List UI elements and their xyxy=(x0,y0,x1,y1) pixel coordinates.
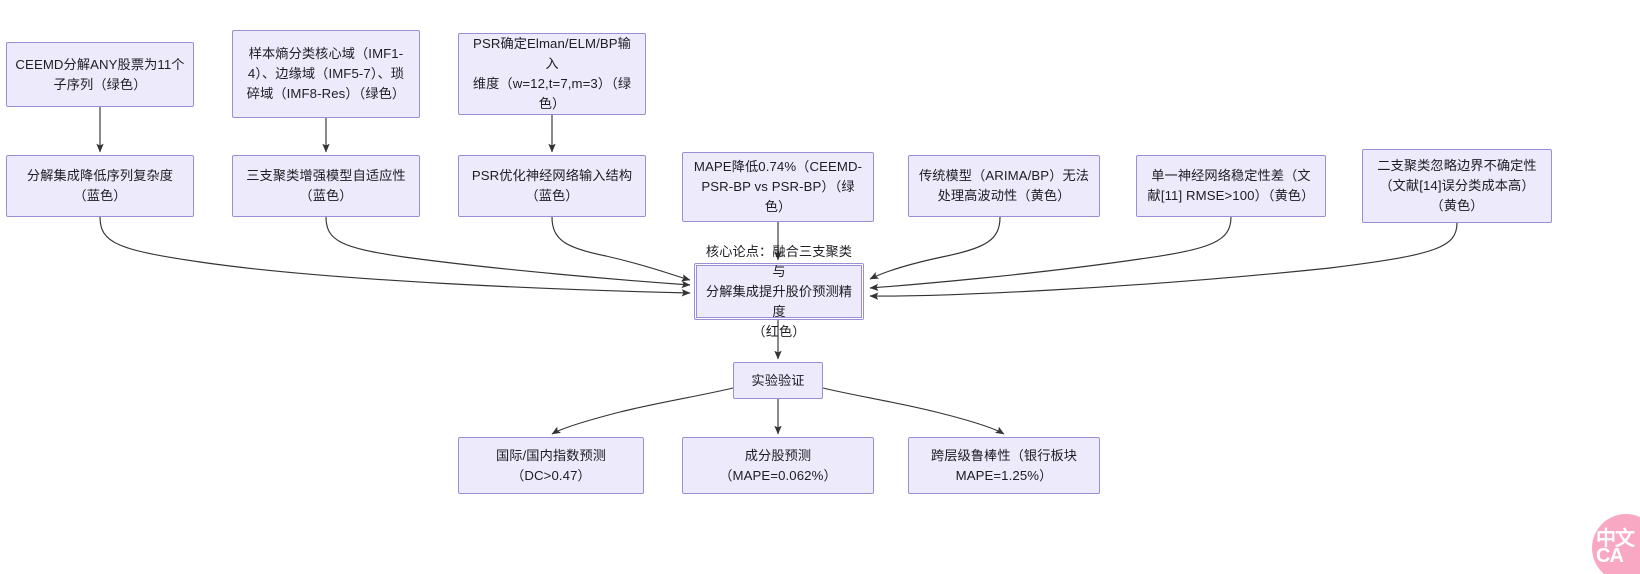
node-core-claim[interactable]: 核心论点：融合三支聚类与 分解集成提升股价预测精度 （红色） xyxy=(694,244,864,339)
node-label: 传统模型（ARIMA/BP）无法 处理高波动性（黄色） xyxy=(918,168,1090,203)
edge-singlenn-to-core xyxy=(869,216,1232,292)
node-cross-level-robustness[interactable]: 跨层级鲁棒性（银行板块 MAPE=1.25%） xyxy=(908,437,1100,494)
node-label: 分解集成降低序列复杂度 （蓝色） xyxy=(26,168,174,203)
node-two-way-clustering-limitation[interactable]: 二支聚类忽略边界不确定性 （文献[14]误分类成本高） （黄色） xyxy=(1362,149,1552,223)
node-label: 国际/国内指数预测 （DC>0.47） xyxy=(495,447,607,483)
node-label: CEEMD分解ANY股票为11个 子序列（绿色） xyxy=(15,56,185,92)
node-constituent-stock-forecast[interactable]: 成分股预测 （MAPE=0.062%） xyxy=(682,437,874,494)
node-three-way-clustering-adaptive[interactable]: 三支聚类增强模型自适应性 （蓝色） xyxy=(232,155,420,217)
node-experiment-verification[interactable]: 实验验证 xyxy=(733,362,823,399)
node-mape-reduction[interactable]: MAPE降低0.74%（CEEMD- PSR-BP vs PSR-BP）（绿 色… xyxy=(682,152,874,222)
node-label: PSR确定Elman/ELM/BP输入 维度（w=12,t=7,m=3）（绿 色… xyxy=(472,36,632,111)
node-traditional-model-limitation[interactable]: 传统模型（ARIMA/BP）无法 处理高波动性（黄色） xyxy=(908,155,1100,217)
node-decomposition-complexity[interactable]: 分解集成降低序列复杂度 （蓝色） xyxy=(6,155,194,217)
node-label: 跨层级鲁棒性（银行板块 MAPE=1.25%） xyxy=(930,447,1078,483)
edge-experiment-to-index xyxy=(551,387,734,435)
edge-threeway-to-core xyxy=(325,216,691,289)
node-sample-entropy-classification[interactable]: 样本熵分类核心域（IMF1- 4）、边缘域（IMF5-7）、琐 碎域（IMF8-… xyxy=(232,30,420,118)
edge-experiment-to-robust xyxy=(822,387,1005,435)
watermark-text: 中文 CA xyxy=(1596,528,1635,567)
edge-traditional-to-core xyxy=(869,216,1001,280)
node-index-forecast[interactable]: 国际/国内指数预测 （DC>0.47） xyxy=(458,437,644,494)
watermark-badge: 中文 CA xyxy=(1592,514,1640,574)
node-label: 单一神经网络稳定性差（文 献[11] RMSE>100）（黄色） xyxy=(1147,168,1315,203)
node-label: 三支聚类增强模型自适应性 （蓝色） xyxy=(246,168,406,203)
node-label: 二支聚类忽略边界不确定性 （文献[14]误分类成本高） （黄色） xyxy=(1377,158,1537,213)
edge-psropt-to-core xyxy=(551,216,691,282)
node-label: 实验验证 xyxy=(751,372,805,388)
node-label: 核心论点：融合三支聚类与 分解集成提升股价预测精度 （红色） xyxy=(705,243,853,339)
node-label: MAPE降低0.74%（CEEMD- PSR-BP vs PSR-BP）（绿 色… xyxy=(693,159,863,214)
edge-decomp-to-core xyxy=(99,216,691,297)
edge-twoway-to-core xyxy=(869,222,1458,300)
node-psr-optimize-network[interactable]: PSR优化神经网络输入结构 （蓝色） xyxy=(458,155,646,217)
node-label: 成分股预测 （MAPE=0.062%） xyxy=(719,447,837,483)
node-single-network-instability[interactable]: 单一神经网络稳定性差（文 献[11] RMSE>100）（黄色） xyxy=(1136,155,1326,217)
node-psr-input-dimension[interactable]: PSR确定Elman/ELM/BP输入 维度（w=12,t=7,m=3）（绿 色… xyxy=(458,33,646,115)
node-ceemd-decomposition[interactable]: CEEMD分解ANY股票为11个 子序列（绿色） xyxy=(6,42,194,107)
node-label: 样本熵分类核心域（IMF1- 4）、边缘域（IMF5-7）、琐 碎域（IMF8-… xyxy=(246,46,406,101)
node-label: PSR优化神经网络输入结构 （蓝色） xyxy=(471,168,633,203)
